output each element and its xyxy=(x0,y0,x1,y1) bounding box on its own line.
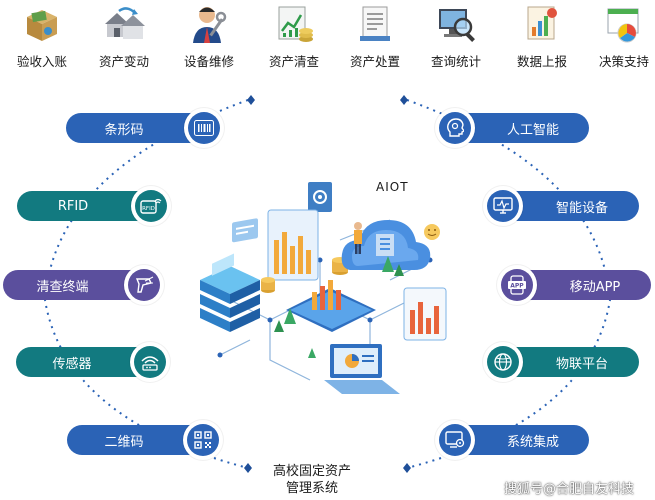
item-label: 移动APP xyxy=(569,279,621,295)
badge xyxy=(130,342,170,382)
right-item-ai[interactable]: 人工智能 xyxy=(435,108,589,148)
aiot-label: AIOT xyxy=(376,180,409,194)
monitor-device-icon xyxy=(493,197,513,214)
decision-window-icon xyxy=(607,8,639,43)
module-label: 资产变动 xyxy=(98,54,149,69)
module-decision[interactable]: 决策支持 xyxy=(582,0,655,70)
item-label: 智能设备 xyxy=(555,200,608,216)
right-item-smart-device[interactable]: 智能设备 xyxy=(483,186,639,226)
sensor-wifi-icon xyxy=(141,356,159,371)
globe-network-icon xyxy=(494,353,512,371)
isometric-illustration xyxy=(200,182,447,394)
module-disposal[interactable]: 资产处置 xyxy=(333,0,417,70)
gear-card-icon xyxy=(308,182,332,212)
handheld-scanner-icon xyxy=(135,276,154,293)
left-item-sensor[interactable]: 传感器 xyxy=(16,342,170,382)
module-asset-change[interactable]: 资产变动 xyxy=(82,0,166,70)
badge xyxy=(184,108,224,148)
repair-technician-icon xyxy=(193,7,227,43)
right-item-integration[interactable]: 系统集成 xyxy=(435,420,589,460)
module-label: 决策支持 xyxy=(598,54,649,69)
module-repair[interactable]: 设备维修 xyxy=(167,0,251,70)
badge xyxy=(483,186,523,226)
module-label: 资产清查 xyxy=(268,54,319,69)
badge: APP xyxy=(497,265,537,305)
laptop-icon xyxy=(324,344,400,394)
bar-chart-panel xyxy=(267,209,319,281)
module-label: 查询统计 xyxy=(430,54,481,69)
svg-text:RFID: RFID xyxy=(142,206,155,212)
item-label: 条形码 xyxy=(104,122,144,138)
right-item-iot-platform[interactable]: 物联平台 xyxy=(483,342,639,382)
item-label: 传感器 xyxy=(52,356,92,372)
report-chart-icon xyxy=(527,6,557,40)
item-label: 物联平台 xyxy=(555,356,608,372)
package-box-icon xyxy=(27,10,57,41)
badge xyxy=(435,420,475,460)
house-transfer-icon xyxy=(105,7,145,39)
item-label: 系统集成 xyxy=(506,434,559,450)
module-bar: 验收入账 资产变动 设备维修 xyxy=(0,0,655,70)
app-phone-icon: APP xyxy=(508,275,526,295)
badge xyxy=(483,342,523,382)
module-label: 验收入账 xyxy=(16,54,67,69)
module-label: 资产处置 xyxy=(349,54,400,69)
module-query[interactable]: 查询统计 xyxy=(414,0,498,70)
title-line-2: 管理系统 xyxy=(285,481,338,496)
qr-code-icon xyxy=(194,431,212,449)
center-platform xyxy=(286,280,376,332)
badge: RFID xyxy=(131,186,171,226)
item-label: 人工智能 xyxy=(506,122,559,138)
left-item-terminal[interactable]: 清查终端 xyxy=(3,265,164,305)
badge xyxy=(435,108,475,148)
left-item-qrcode[interactable]: 二维码 xyxy=(67,420,223,460)
magnifier-computer-icon xyxy=(439,9,475,42)
ai-head-icon xyxy=(447,118,464,137)
inventory-chart-icon xyxy=(278,6,313,42)
svg-text:APP: APP xyxy=(510,283,524,290)
cloud-icon xyxy=(341,220,431,270)
title-line-1: 高校固定资产 xyxy=(272,464,351,479)
left-item-barcode[interactable]: 条形码 xyxy=(66,108,224,148)
module-acceptance[interactable]: 验收入账 xyxy=(0,0,84,70)
center-title: 高校固定资产 管理系统 xyxy=(252,463,372,497)
item-label: 二维码 xyxy=(104,434,144,450)
barcode-icon xyxy=(194,120,214,136)
left-item-rfid[interactable]: RFID RFID xyxy=(17,186,171,226)
server-stack xyxy=(200,253,260,332)
module-inventory[interactable]: 资产清查 xyxy=(252,0,336,70)
badge xyxy=(124,265,164,305)
rfid-icon: RFID xyxy=(140,198,162,214)
item-label: 清查终端 xyxy=(36,279,89,295)
right-item-mobile-app[interactable]: APP 移动APP xyxy=(497,265,651,305)
module-label: 数据上报 xyxy=(516,54,567,69)
watermark: 搜狐号@合肥自友科技 xyxy=(504,482,635,497)
module-report[interactable]: 数据上报 xyxy=(500,0,584,70)
badge xyxy=(183,420,223,460)
item-label: RFID xyxy=(57,198,89,214)
analytics-panel xyxy=(403,287,447,341)
module-label: 设备维修 xyxy=(183,54,234,69)
document-disposal-icon xyxy=(360,6,390,41)
system-gear-monitor-icon xyxy=(445,431,465,448)
